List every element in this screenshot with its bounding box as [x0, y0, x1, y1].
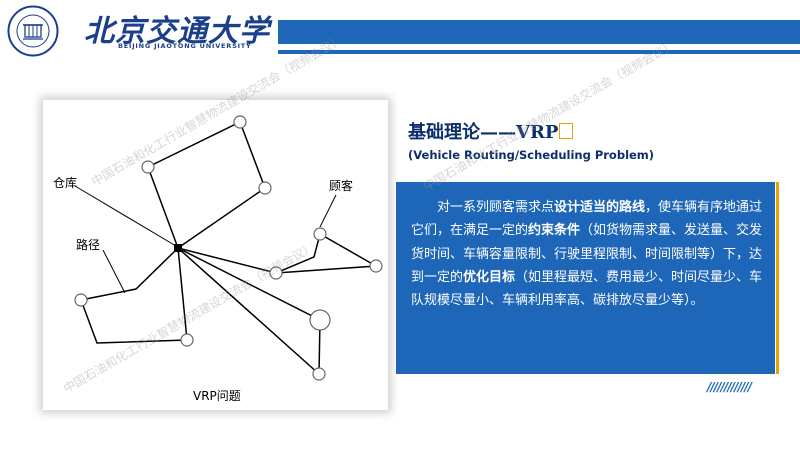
university-name-en: BEIJING JIAOTONG UNIVERSITY — [118, 42, 252, 50]
customer-node — [309, 309, 331, 331]
highlight-objective: 优化目标 — [463, 269, 516, 285]
customer-nodes — [74, 115, 383, 381]
title-box-icon — [559, 123, 574, 139]
customer-node — [233, 115, 247, 129]
customer-node — [313, 227, 327, 241]
customer-node — [258, 181, 272, 195]
description-box-accent — [776, 182, 779, 374]
customer-node — [74, 293, 88, 307]
depot-label: 仓库 — [53, 176, 78, 190]
customer-node — [269, 266, 283, 280]
customer-node — [180, 333, 194, 347]
highlight-constraints: 约束条件 — [528, 223, 581, 239]
description-box — [396, 182, 775, 374]
vrp-diagram-panel: 仓库 顾客 路径 VRP问题 — [43, 100, 388, 410]
label-pointers — [74, 185, 337, 294]
highlight-route-design: 设计适当的路线 — [554, 200, 646, 215]
university-name: 北京交通大学 — [84, 14, 270, 49]
route-bottom — [177, 247, 321, 376]
decorative-slashes: ///////////// — [707, 380, 752, 394]
header-blue-bar — [278, 20, 800, 44]
customer-node — [141, 160, 155, 174]
university-logo — [7, 5, 59, 57]
customer-node — [312, 367, 326, 381]
vrp-diagram — [74, 115, 383, 381]
depot-node — [174, 244, 182, 252]
customer-node — [369, 259, 383, 273]
section-title: 基础理论——VRP — [408, 118, 574, 144]
header-thin-bar — [278, 50, 800, 54]
description-text: 对一系列顾客需求点设计适当的路线，使车辆有序地通过它们，在满足一定的约束条件（如… — [411, 200, 763, 309]
section-subtitle: (Vehicle Routing/Scheduling Problem) — [408, 148, 655, 162]
diagram-caption: VRP问题 — [193, 389, 241, 403]
route-left — [79, 247, 188, 344]
customer-label: 顾客 — [329, 179, 354, 193]
route-label: 路径 — [76, 238, 101, 252]
route-right — [177, 232, 379, 274]
